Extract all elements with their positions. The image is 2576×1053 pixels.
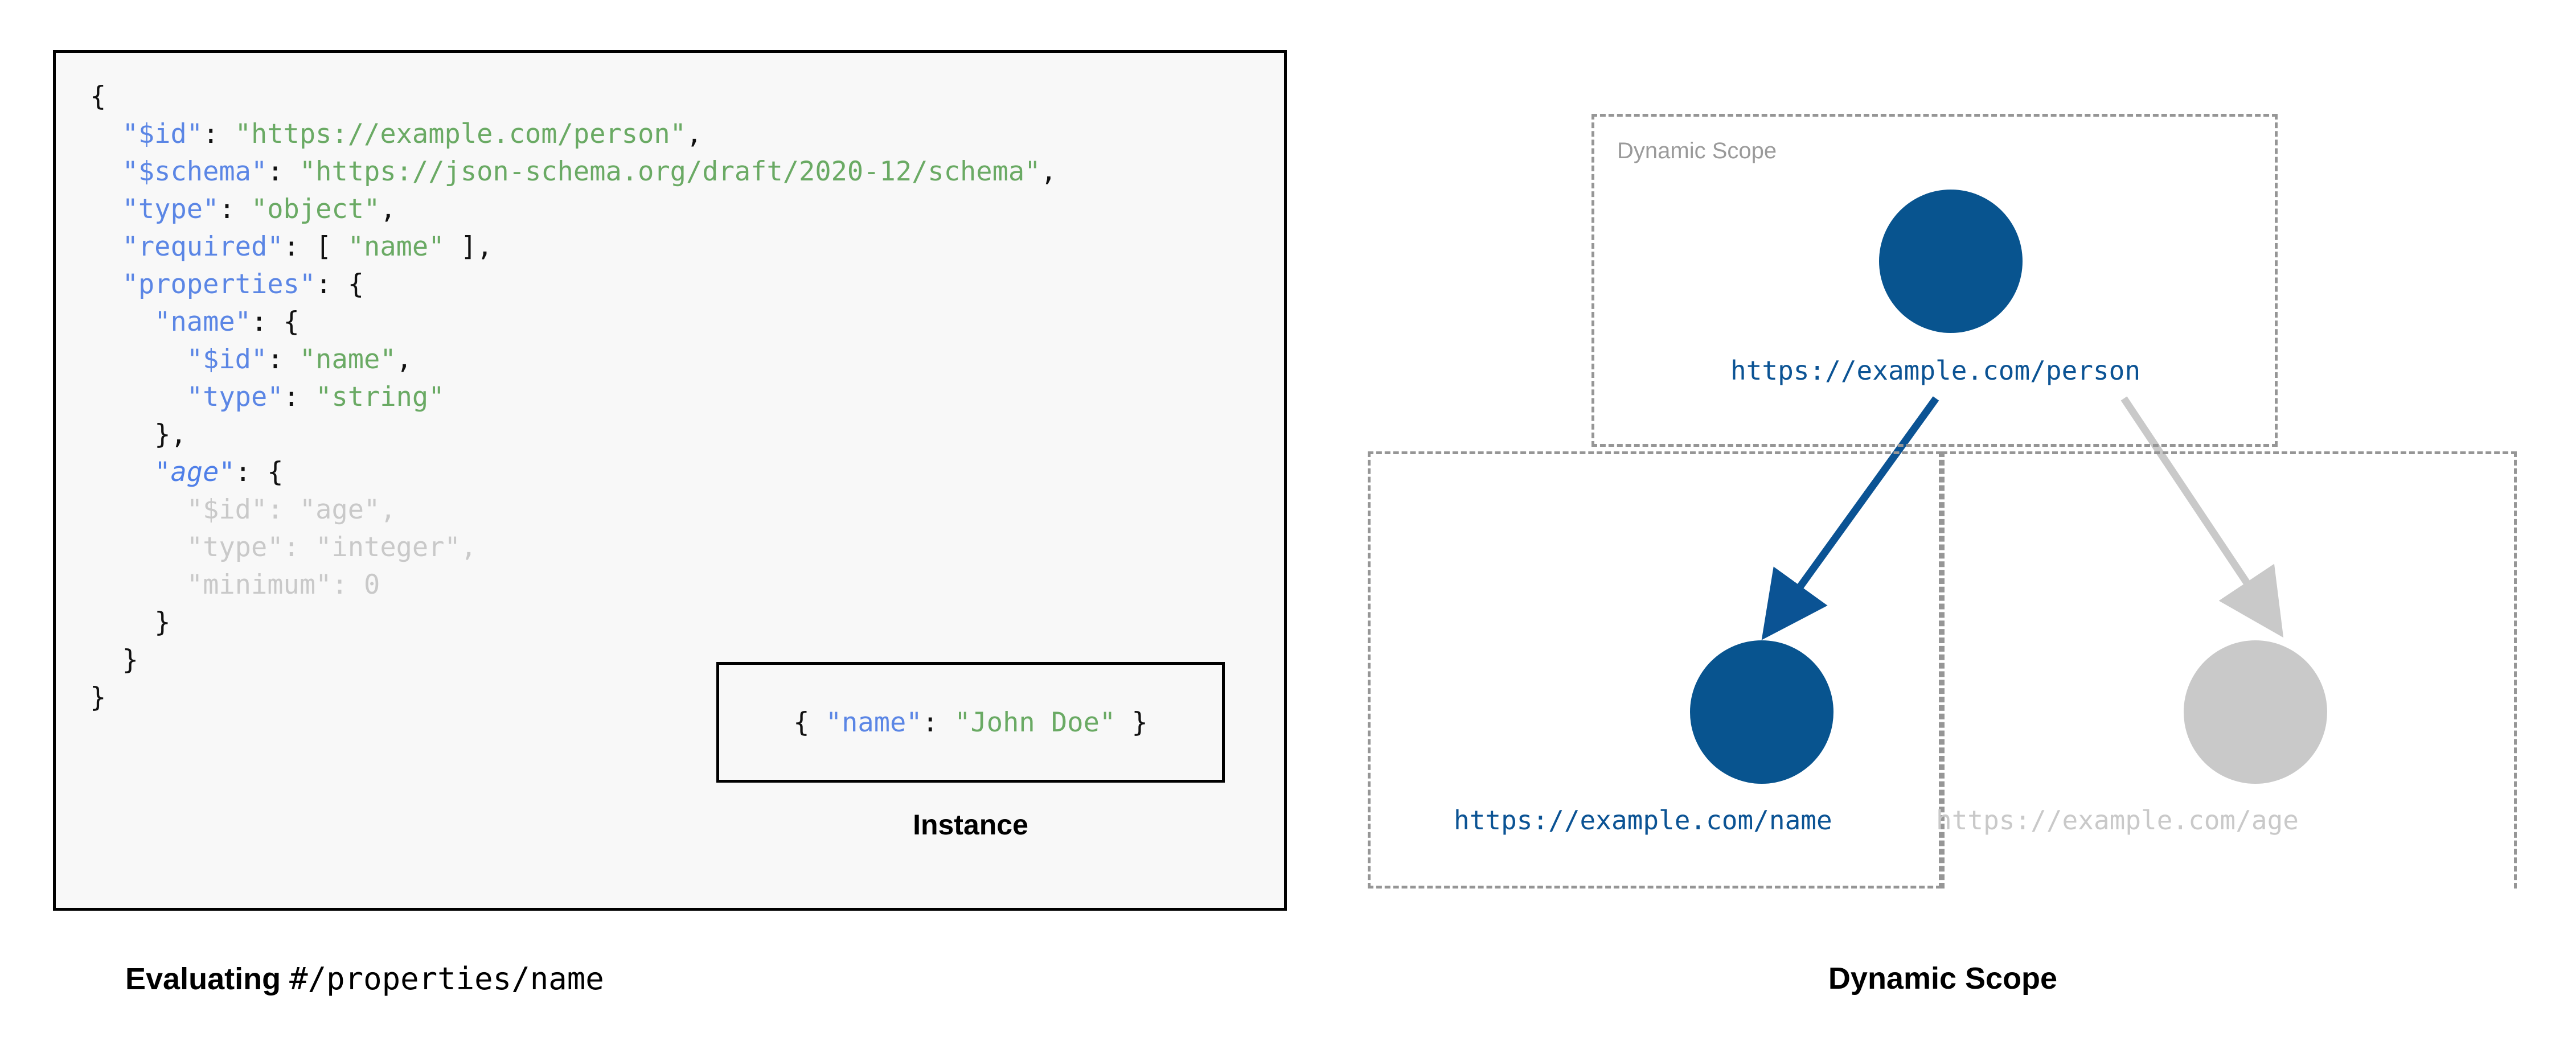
code-line: "type": "object", xyxy=(90,191,1278,228)
code-line: "type": "string" xyxy=(90,379,1278,416)
schema-code-box: { "$id": "https://example.com/person", "… xyxy=(53,50,1287,911)
code-token: } xyxy=(122,644,138,676)
code-token: "$id" xyxy=(186,344,268,375)
code-token: "string" xyxy=(315,381,445,413)
right-caption: Dynamic Scope xyxy=(1828,961,2058,996)
code-token: "$schema" xyxy=(122,156,268,187)
node-label-age: https://example.com/age xyxy=(1936,805,2299,836)
code-line: "$id": "age", xyxy=(90,491,1278,529)
code-token: : xyxy=(283,381,316,413)
code-token: "properties" xyxy=(122,269,316,300)
scope-region-name xyxy=(1368,451,1942,889)
code-token: , xyxy=(380,494,396,525)
code-token: "object" xyxy=(251,194,380,225)
code-token: : { xyxy=(235,456,284,488)
left-caption-bold: Evaluating xyxy=(125,962,290,996)
instance-label: Instance xyxy=(913,809,1028,841)
code-token: : xyxy=(267,344,300,375)
code-token: "age" xyxy=(299,494,380,525)
code-line: "minimum": 0 xyxy=(90,566,1278,604)
left-caption: Evaluating #/properties/name xyxy=(125,961,604,997)
left-caption-pointer: #/properties/name xyxy=(289,961,604,997)
code-token: "integer" xyxy=(315,532,461,563)
code-line: } xyxy=(90,604,1278,641)
code-token: : xyxy=(267,494,300,525)
code-token: "type" xyxy=(186,381,284,413)
code-token: "$id" xyxy=(122,118,203,150)
code-token: : xyxy=(267,156,300,187)
node-label-name: https://example.com/name xyxy=(1454,805,1832,836)
code-line: "$schema": "https://json-schema.org/draf… xyxy=(90,153,1278,191)
instance-token: { xyxy=(793,706,826,738)
code-token: , xyxy=(460,532,477,563)
code-token: , xyxy=(686,118,703,150)
code-token: : { xyxy=(251,306,300,338)
code-line: } xyxy=(90,641,1278,679)
code-token: , xyxy=(1040,156,1057,187)
node-circle-person xyxy=(1879,190,2023,333)
scope-region-top xyxy=(1591,114,2278,447)
node-label-person: https://example.com/person xyxy=(1730,355,2141,386)
code-token: "name" xyxy=(347,231,445,262)
code-token: "name" xyxy=(299,344,396,375)
code-line: "$id": "name", xyxy=(90,341,1278,379)
code-token: "https://example.com/person" xyxy=(235,118,686,150)
code-line: "properties": { xyxy=(90,266,1278,303)
instance-token: : xyxy=(922,706,955,738)
code-line: { xyxy=(90,78,1278,116)
code-token: : [ xyxy=(283,231,348,262)
code-token: "minimum" xyxy=(186,569,332,600)
schema-panel: { "$id": "https://example.com/person", "… xyxy=(53,50,1287,997)
code-token: : xyxy=(203,118,235,150)
code-line: "$id": "https://example.com/person", xyxy=(90,116,1278,153)
code-token: "$id" xyxy=(186,494,268,525)
scope-region-top-label: Dynamic Scope xyxy=(1617,138,1777,163)
arrow-person-to-name xyxy=(1761,396,1939,640)
code-token: : xyxy=(331,569,364,600)
code-token: { xyxy=(90,81,106,112)
node-circle-name xyxy=(1690,640,1833,784)
code-line: "name": { xyxy=(90,303,1278,341)
arrow-person-to-age xyxy=(2120,396,2284,638)
code-token: , xyxy=(380,194,396,225)
instance-token: } xyxy=(1115,706,1148,738)
code-token: : xyxy=(219,194,251,225)
code-line: "required": [ "name" ], xyxy=(90,228,1278,266)
code-token: 0 xyxy=(364,569,380,600)
code-token: "name" xyxy=(154,306,251,338)
code-token: : xyxy=(283,532,316,563)
code-token: , xyxy=(396,344,412,375)
code-line: }, xyxy=(90,416,1278,454)
instance-box: { "name": "John Doe" } xyxy=(716,662,1225,783)
code-token: "required" xyxy=(122,231,284,262)
schema-code-listing: { "$id": "https://example.com/person", "… xyxy=(90,78,1278,717)
code-line: "age": { xyxy=(90,454,1278,491)
code-line: } xyxy=(90,679,1278,717)
code-token: }, xyxy=(154,419,187,450)
code-token: : { xyxy=(315,269,364,300)
code-token: "age" xyxy=(154,456,235,488)
scope-arrows xyxy=(1761,396,2284,640)
node-circle-age xyxy=(2184,640,2327,784)
code-token: "type" xyxy=(122,194,219,225)
instance-token: "John Doe" xyxy=(954,706,1116,738)
instance-token: "name" xyxy=(825,706,922,738)
code-token: } xyxy=(154,607,171,638)
dynamic-scope-panel: Dynamic Scope https://example.com/person… xyxy=(1310,0,2576,1053)
code-token: "type" xyxy=(186,532,284,563)
code-token: "https://json-schema.org/draft/2020-12/s… xyxy=(299,156,1041,187)
code-token: } xyxy=(90,682,106,713)
scope-region-age xyxy=(1942,451,2517,889)
code-token: ], xyxy=(444,231,493,262)
code-line: "type": "integer", xyxy=(90,529,1278,566)
instance-code: { "name": "John Doe" } xyxy=(719,665,1222,780)
